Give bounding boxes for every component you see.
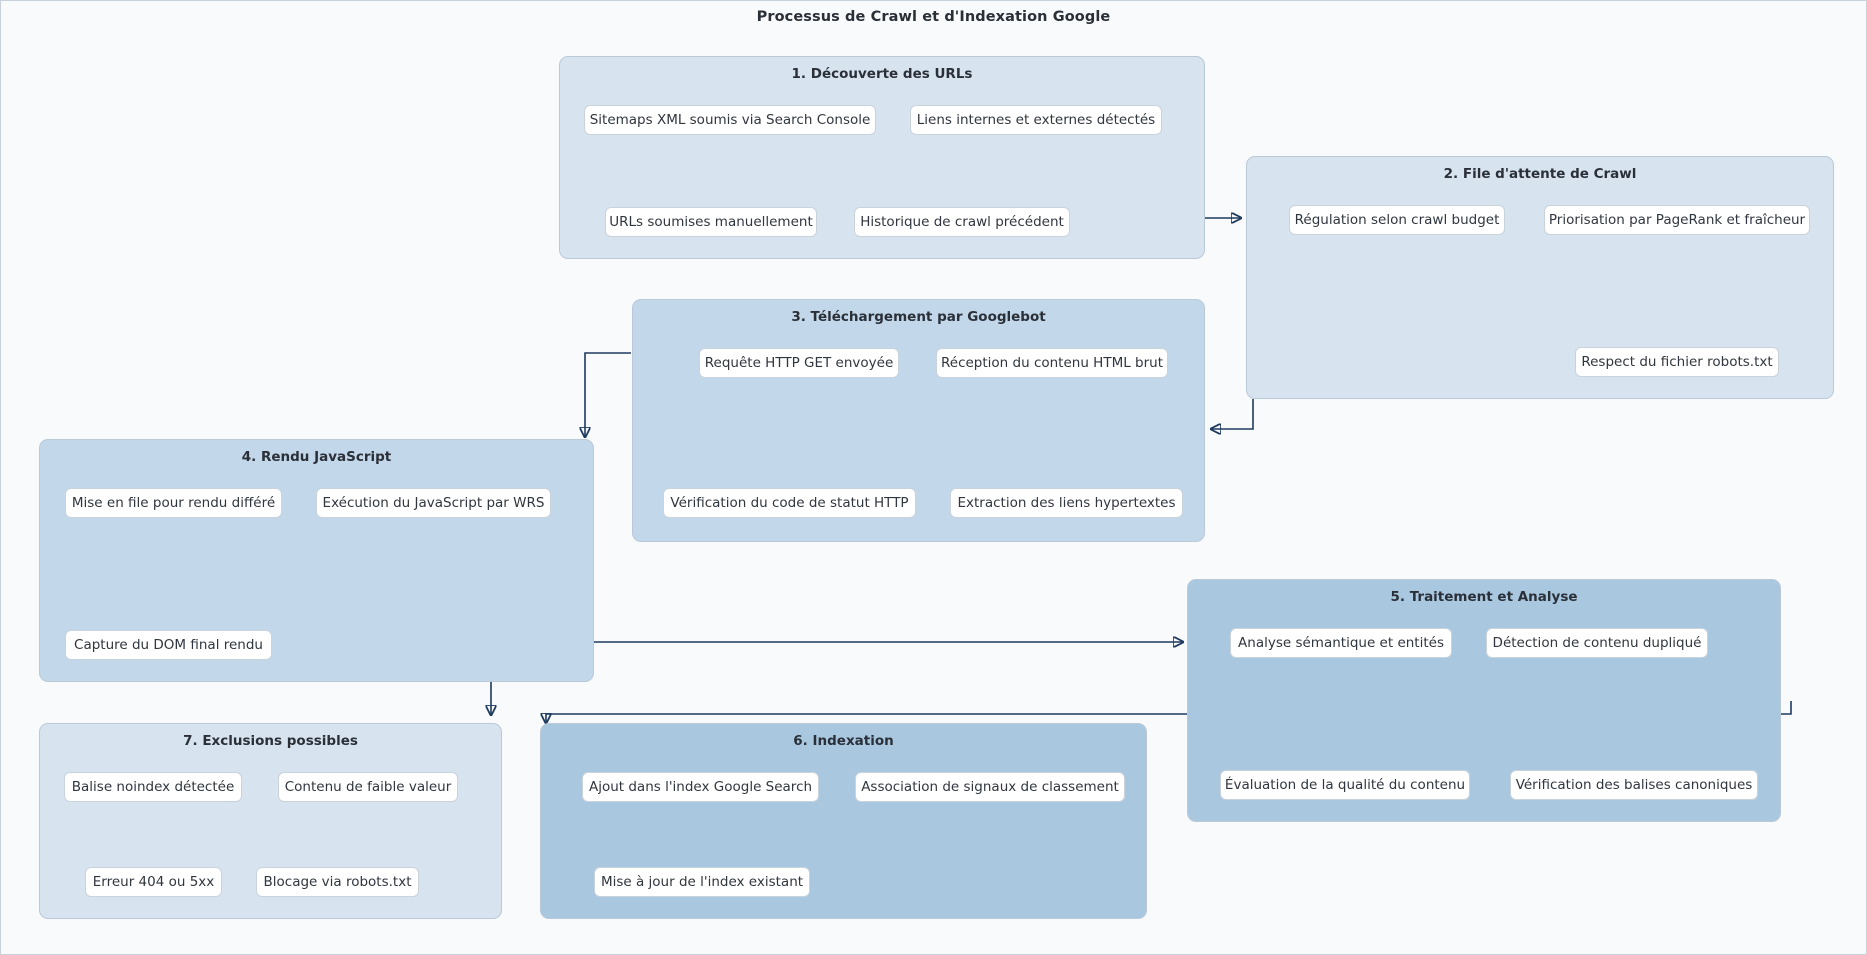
- edge-2-to-3: [1211, 399, 1254, 429]
- cluster-decouverte-des-urls: 1. Découverte des URLs Sitemaps XML soum…: [559, 56, 1205, 259]
- cluster-title: 1. Découverte des URLs: [791, 66, 973, 82]
- node-blocage-robots-txt[interactable]: Blocage via robots.txt: [256, 867, 419, 897]
- node-balise-noindex-detectee[interactable]: Balise noindex détectée: [64, 772, 242, 802]
- cluster-rendu-javascript: 4. Rendu JavaScript Mise en file pour re…: [39, 439, 594, 682]
- node-priorisation-pagerank[interactable]: Priorisation par PageRank et fraîcheur: [1544, 205, 1810, 235]
- node-erreur-404-5xx[interactable]: Erreur 404 ou 5xx: [85, 867, 222, 897]
- node-regulation-crawl-budget[interactable]: Régulation selon crawl budget: [1289, 205, 1505, 235]
- node-capture-dom-final[interactable]: Capture du DOM final rendu: [65, 630, 272, 660]
- node-requete-http-get[interactable]: Requête HTTP GET envoyée: [699, 348, 899, 378]
- node-verification-balises-canoniques[interactable]: Vérification des balises canoniques: [1510, 770, 1758, 800]
- cluster-title: 6. Indexation: [793, 733, 894, 749]
- cluster-title: 5. Traitement et Analyse: [1390, 589, 1578, 605]
- node-mise-en-file-rendu-differe[interactable]: Mise en file pour rendu différé: [65, 488, 282, 518]
- node-association-signaux-classement[interactable]: Association de signaux de classement: [855, 772, 1125, 802]
- node-reception-html-brut[interactable]: Réception du contenu HTML brut: [936, 348, 1168, 378]
- node-execution-javascript-wrs[interactable]: Exécution du JavaScript par WRS: [316, 488, 551, 518]
- node-ajout-index-google-search[interactable]: Ajout dans l'index Google Search: [582, 772, 819, 802]
- cluster-title: 3. Téléchargement par Googlebot: [791, 309, 1046, 325]
- cluster-traitement-et-analyse: 5. Traitement et Analyse Analyse sémanti…: [1187, 579, 1781, 822]
- page-title: Processus de Crawl et d'Indexation Googl…: [756, 9, 1111, 25]
- cluster-title: 2. File d'attente de Crawl: [1443, 166, 1637, 182]
- node-evaluation-qualite-contenu[interactable]: Évaluation de la qualité du contenu: [1220, 770, 1470, 800]
- node-respect-robots-txt[interactable]: Respect du fichier robots.txt: [1575, 347, 1779, 377]
- node-extraction-liens-hypertextes[interactable]: Extraction des liens hypertextes: [950, 488, 1183, 518]
- node-urls-soumises-manuellement[interactable]: URLs soumises manuellement: [605, 207, 817, 237]
- cluster-title: 4. Rendu JavaScript: [241, 449, 392, 465]
- node-analyse-semantique-entites[interactable]: Analyse sémantique et entités: [1230, 628, 1452, 658]
- node-sitemaps-xml[interactable]: Sitemaps XML soumis via Search Console: [584, 105, 876, 135]
- node-verification-code-statut[interactable]: Vérification du code de statut HTTP: [663, 488, 916, 518]
- cluster-telechargement-par-googlebot: 3. Téléchargement par Googlebot Requête …: [632, 299, 1205, 542]
- cluster-exclusions-possibles: 7. Exclusions possibles Balise noindex d…: [39, 723, 502, 919]
- node-liens-internes-externes[interactable]: Liens internes et externes détectés: [910, 105, 1162, 135]
- node-detection-contenu-duplique[interactable]: Détection de contenu dupliqué: [1486, 628, 1708, 658]
- cluster-file-attente-de-crawl: 2. File d'attente de Crawl Régulation se…: [1246, 156, 1834, 399]
- node-contenu-faible-valeur[interactable]: Contenu de faible valeur: [278, 772, 458, 802]
- cluster-indexation: 6. Indexation Ajout dans l'index Google …: [540, 723, 1147, 919]
- cluster-title: 7. Exclusions possibles: [183, 733, 358, 749]
- edge-3-to-4: [585, 352, 631, 437]
- node-historique-de-crawl[interactable]: Historique de crawl précédent: [854, 207, 1070, 237]
- node-mise-a-jour-index-existant[interactable]: Mise à jour de l'index existant: [594, 867, 810, 897]
